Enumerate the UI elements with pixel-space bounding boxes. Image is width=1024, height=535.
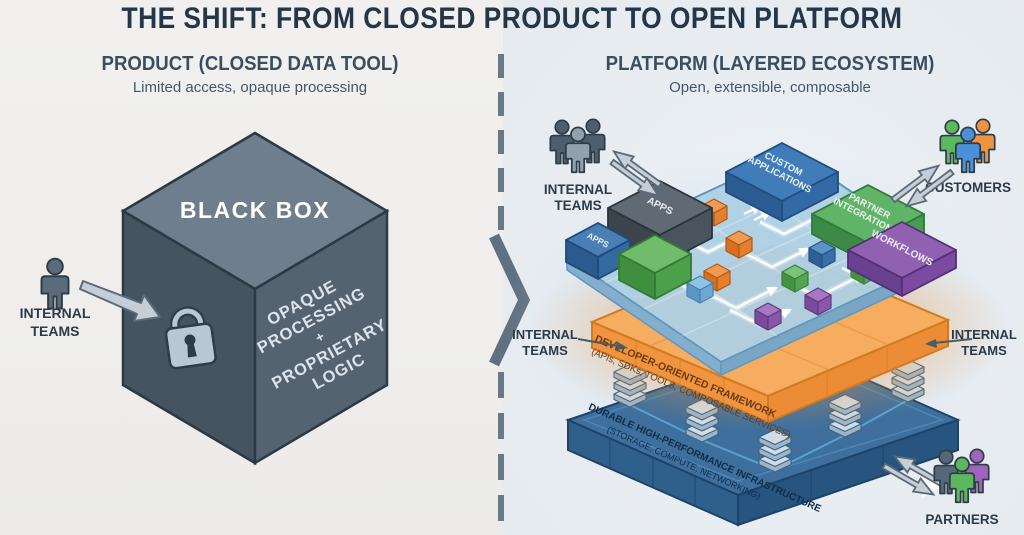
apps-box-small: APPS xyxy=(565,222,631,280)
module-cube-purple xyxy=(804,287,832,316)
custom-applications-box: CUSTOM APPLICATIONS xyxy=(725,142,839,222)
black-box-cube: BLACK BOX OPAQUE PROCESSING + PROPRIETAR… xyxy=(120,131,390,466)
black-box-label: BLACK BOX xyxy=(180,197,330,223)
people-group-icon xyxy=(939,118,996,174)
internal-teams-top: INTERNAL TEAMS xyxy=(544,118,666,213)
module-cube-purple xyxy=(754,302,782,331)
customers: CUSTOMERS xyxy=(887,118,1011,214)
internal-teams-mid-left: INTERNAL TEAMS xyxy=(512,327,628,358)
right-subheading: Open, extensible, composable xyxy=(669,79,871,96)
module-cube-orange xyxy=(725,230,753,259)
cube-right-face xyxy=(253,208,389,466)
left-internal-teams: INTERNAL TEAMS xyxy=(20,257,161,339)
partners: PARTNERS xyxy=(879,448,999,527)
svg-text:TEAMS: TEAMS xyxy=(31,323,80,339)
arrow-icon xyxy=(79,280,161,322)
person-icon xyxy=(40,257,70,310)
internal-teams-mid-right: INTERNAL TEAMS xyxy=(925,327,1017,358)
svg-text:TEAMS: TEAMS xyxy=(522,343,568,358)
page-title: THE SHIFT: FROM CLOSED PRODUCT TO OPEN P… xyxy=(121,2,903,35)
internal-teams-label: INTERNAL xyxy=(20,305,91,321)
arrow-icon xyxy=(933,338,973,344)
svg-text:TEAMS: TEAMS xyxy=(554,198,601,213)
module-cube-green xyxy=(781,264,809,293)
svg-text:INTERNAL: INTERNAL xyxy=(544,182,612,197)
svg-text:INTERNAL: INTERNAL xyxy=(951,327,1017,342)
left-heading: PRODUCT (CLOSED DATA TOOL) xyxy=(101,53,399,75)
svg-text:CUSTOMERS: CUSTOMERS xyxy=(925,180,1011,195)
svg-text:TEAMS: TEAMS xyxy=(961,343,1007,358)
arrow-icon xyxy=(577,338,619,347)
people-group-icon xyxy=(933,448,990,504)
green-module-box xyxy=(618,234,692,300)
people-group-icon xyxy=(549,118,606,174)
lock-icon xyxy=(164,306,217,370)
svg-text:PARTNERS: PARTNERS xyxy=(925,512,998,527)
left-subheading: Limited access, opaque processing xyxy=(132,79,368,96)
module-cube-blue xyxy=(808,240,836,269)
svg-text:INTERNAL: INTERNAL xyxy=(512,327,578,342)
application-layer: APPS APPS CUSTOM APPLICATIONS xyxy=(561,142,957,377)
workflows-box: WORKFLOWS xyxy=(847,221,957,297)
right-heading: PLATFORM (LAYERED ECOSYSTEM) xyxy=(605,53,935,75)
